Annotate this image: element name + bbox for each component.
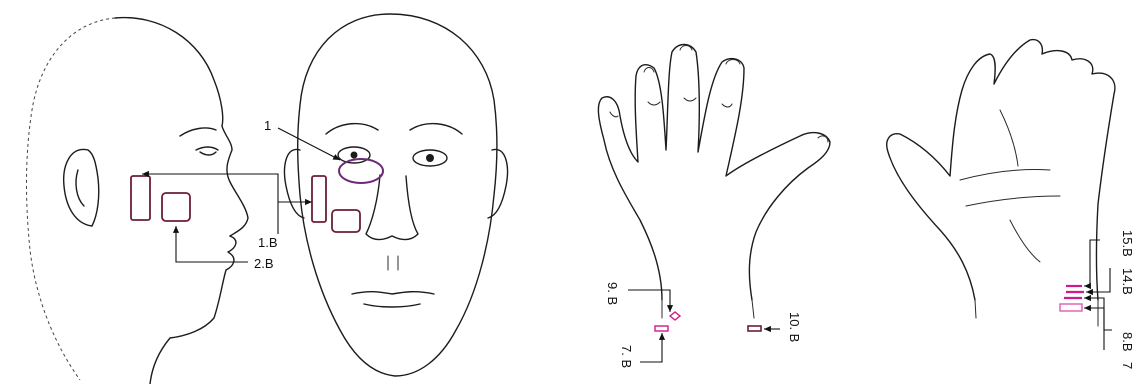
hand-palm-wrist-left <box>975 300 976 318</box>
label-9b: 9. B <box>605 282 620 305</box>
lesion-box-front-tall <box>312 176 326 222</box>
front-face-right-brow <box>410 124 462 134</box>
front-face-right-ear <box>488 149 507 218</box>
hand-back-drawing <box>598 45 830 319</box>
hand-palm-lesion-markers <box>1060 286 1084 311</box>
label-1: 1 <box>264 118 271 133</box>
leader-15b <box>1084 240 1100 286</box>
profile-eye <box>196 147 218 155</box>
leader-7b <box>640 333 662 362</box>
hand-palm-drawing <box>887 40 1115 326</box>
lesion-box-front-square <box>332 210 360 232</box>
hand-back-outline <box>598 45 830 301</box>
label-7b: 7. B <box>619 345 634 368</box>
front-face-nose <box>366 175 418 240</box>
label-8b: 8.B <box>1120 332 1135 352</box>
hand-back-lesion-markers <box>655 312 761 331</box>
profile-ear <box>64 149 99 226</box>
leader-7 <box>1084 308 1104 350</box>
lesion-diamond-9b <box>670 312 680 320</box>
hand-back-knuckle-marks <box>610 98 732 117</box>
label-1b: 1.B <box>258 235 278 250</box>
profile-lips-chin <box>150 236 236 384</box>
front-face-right-pupil <box>426 154 434 162</box>
label-10b: 10. B <box>787 312 802 342</box>
front-face-outline <box>298 14 497 376</box>
hand-back-wrist-right <box>752 300 754 318</box>
front-face-left-pupil <box>351 152 358 159</box>
front-face-mouth <box>352 292 434 307</box>
front-face-left-brow <box>326 124 378 134</box>
lesion-rect-7 <box>1060 304 1082 311</box>
front-face-nasolabial <box>388 256 398 270</box>
label-14b: 14.B <box>1120 268 1135 295</box>
profile-head-drawing <box>27 18 249 384</box>
hand-palm-lines <box>960 110 1060 262</box>
front-face-drawing <box>285 14 508 376</box>
lesion-box-cheek-profile-tall <box>131 176 150 220</box>
lesion-rect-10b <box>748 326 761 331</box>
leader-9b <box>628 290 670 312</box>
label-2b: 2.B <box>254 256 274 271</box>
profile-head-back-outline <box>27 18 116 380</box>
face-leader-lines <box>142 128 340 262</box>
face-lesion-markers <box>131 159 383 232</box>
profile-eyebrow <box>180 128 216 136</box>
hand-palm-outline <box>887 40 1115 300</box>
label-7: 7 <box>1120 362 1135 369</box>
lesion-box-cheek-profile-square <box>162 193 190 221</box>
lesion-rect-7b <box>655 326 668 331</box>
profile-brow-nose <box>222 126 248 236</box>
profile-head-crown <box>115 18 223 126</box>
label-15b: 15.B <box>1120 230 1135 257</box>
